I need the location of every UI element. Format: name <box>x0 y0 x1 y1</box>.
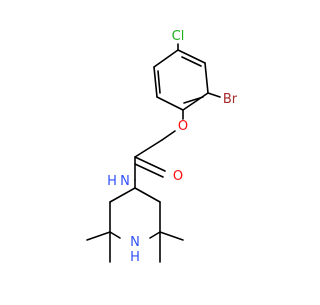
atom-labels: Cl Br O O N H N H <box>107 29 238 265</box>
amide-hydrogen-label: H <box>107 174 117 189</box>
bond <box>134 139 163 158</box>
bond <box>157 70 161 94</box>
bond <box>153 49 179 68</box>
bond <box>109 187 136 203</box>
bond <box>204 62 209 94</box>
bond <box>153 66 158 98</box>
bond <box>134 187 161 203</box>
bond <box>159 231 184 241</box>
bond <box>161 130 176 141</box>
amide-nitrogen-label: N <box>120 174 130 189</box>
bond <box>182 92 209 111</box>
carbonyl-oxygen-label: O <box>173 169 183 184</box>
bond <box>134 163 164 178</box>
bond <box>149 231 161 239</box>
chlorine-label: Cl <box>172 29 185 44</box>
bond <box>86 231 111 241</box>
ring-nitrogen-label: N <box>130 235 140 250</box>
bond <box>109 231 121 239</box>
molecule-structure: Cl Br O O N H N H <box>86 29 238 265</box>
bond <box>156 96 184 111</box>
bond <box>181 56 202 67</box>
ring-hydrogen-label: H <box>130 250 140 265</box>
bond <box>183 96 204 104</box>
bond <box>134 156 166 172</box>
structure-canvas: Cl Br O O N H N H <box>86 29 238 265</box>
bond <box>207 92 221 98</box>
ether-oxygen-label: O <box>178 119 188 134</box>
bonds <box>86 43 221 263</box>
bond <box>177 49 206 64</box>
bromine-label: Br <box>223 92 238 107</box>
